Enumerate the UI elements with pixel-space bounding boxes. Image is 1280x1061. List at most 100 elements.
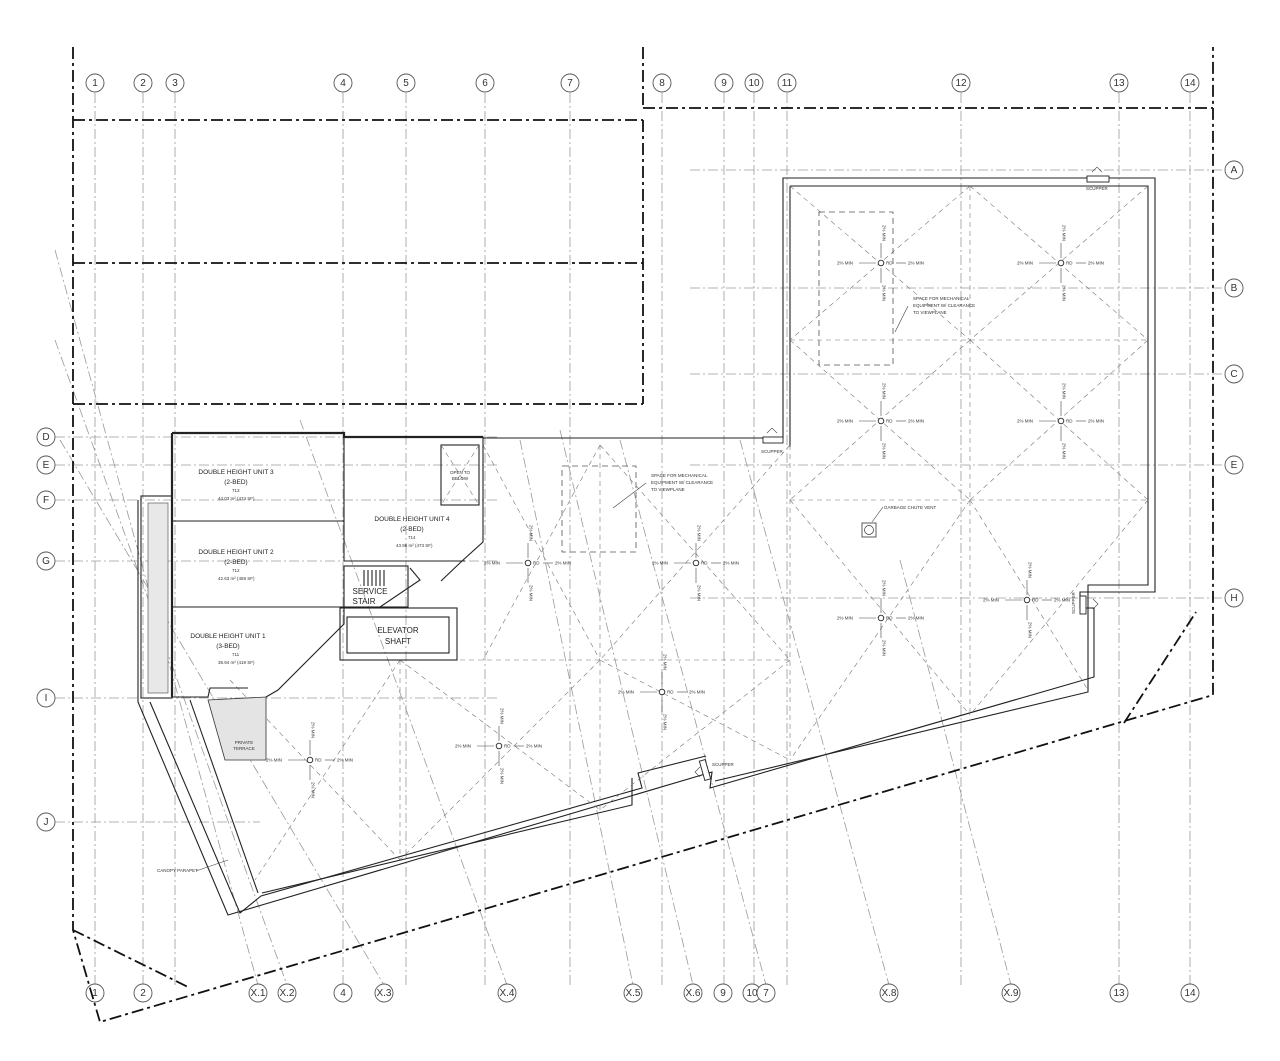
private-terrace-line2: TERRACE bbox=[233, 746, 255, 751]
grid-bubble-bottom-8-text: X.6 bbox=[685, 988, 700, 999]
grid-bubble-bottom-7-text: X.5 bbox=[625, 988, 640, 999]
grid-bubble-bottom-7: X.5 bbox=[623, 983, 643, 1003]
roof-drain-label: RD bbox=[1032, 598, 1039, 603]
roof-drain-icon bbox=[877, 417, 885, 425]
grid-bubble-bottom-14: 13 bbox=[1109, 983, 1129, 1003]
grid-bubble-left-0: D bbox=[36, 427, 56, 447]
private-terrace-line1: PRIVATE bbox=[235, 740, 254, 745]
grid-bubble-bottom-15-text: 14 bbox=[1184, 988, 1196, 999]
unit-1-beds: (3-BED) bbox=[216, 643, 239, 650]
roof-drain-label: RD bbox=[1066, 261, 1073, 266]
grid-bubble-bottom-6: X.4 bbox=[497, 983, 517, 1003]
unit-2-area: 42.63 m² (459 SF) bbox=[218, 576, 255, 581]
slope-label-e: 2% MIN bbox=[908, 616, 924, 621]
roof-drain-label: RD bbox=[504, 744, 511, 749]
unit-1-tag: 711 bbox=[232, 652, 240, 657]
grid-bubble-bottom-0-text: 1 bbox=[92, 988, 98, 999]
roof-drain-icon bbox=[1057, 417, 1065, 425]
roof-drain-icon bbox=[877, 614, 885, 622]
garbage-chute-label: GARBAGE CHUTE VENT bbox=[884, 505, 937, 510]
grid-bubble-left-4: I bbox=[36, 688, 56, 708]
mech-note-2: SPACE FOR MECHANICAL EQUIPMENT W/ CLEARA… bbox=[612, 473, 713, 509]
unit-4-beds: (2-BED) bbox=[400, 526, 423, 533]
grid-bubble-bottom-12-text: X.8 bbox=[881, 988, 896, 999]
mech-note-2-line3: TO VIEWPLANE bbox=[651, 487, 685, 492]
slope-label-n: 2% MIN bbox=[500, 708, 505, 724]
grid-bubble-top-1-text: 2 bbox=[140, 78, 146, 89]
roof-drains: RD 2% MIN 2% MIN 2% MIN 2% MIN RD 2% MIN 2% MIN… bbox=[266, 225, 1104, 798]
slope-label-e: 2% MIN bbox=[1054, 598, 1070, 603]
scupper-4: SCUPPER bbox=[694, 759, 735, 781]
grid-bubble-bottom-13-text: X.9 bbox=[1003, 988, 1018, 999]
grid-bubble-bottom-1-text: 2 bbox=[140, 988, 146, 999]
grid-bubble-bottom-6-text: X.4 bbox=[499, 988, 514, 999]
unit-1-name: DOUBLE HEIGHT UNIT 1 bbox=[190, 633, 266, 640]
scupper-2-label: SCUPPER bbox=[761, 449, 784, 454]
grid-bubble-top-13-text: 14 bbox=[1184, 78, 1196, 89]
slope-label-s: 2% MIN bbox=[882, 640, 887, 656]
unit-2-beds: (2-BED) bbox=[224, 559, 247, 566]
unit-label-2: DOUBLE HEIGHT UNIT 2 (2-BED) 712 42.63 m… bbox=[198, 549, 274, 581]
service-stair-line2: STAIR bbox=[353, 597, 376, 606]
roof-drain-label: RD bbox=[701, 561, 708, 566]
units-block bbox=[140, 431, 484, 761]
grid-bubble-left-1-text: E bbox=[43, 460, 50, 471]
roof-drain-icon bbox=[658, 688, 666, 696]
grid-bubble-top-10-text: 11 bbox=[782, 78, 793, 89]
slope-label-n: 2% MIN bbox=[663, 654, 668, 670]
slope-label-e: 2% MIN bbox=[723, 561, 739, 566]
slope-label-w: 2% MIN bbox=[1017, 419, 1033, 424]
slope-label-s: 2% MIN bbox=[500, 768, 505, 784]
grid-bubble-top-4: 5 bbox=[396, 73, 416, 93]
slope-label-w: 2% MIN bbox=[1017, 261, 1033, 266]
slope-label-n: 2% MIN bbox=[1028, 562, 1033, 578]
mech-note-1-line2: EQUIPMENT W/ CLEARANCE bbox=[913, 303, 975, 308]
slope-label-w: 2% MIN bbox=[266, 758, 282, 763]
slope-label-n: 2% MIN bbox=[311, 722, 316, 738]
roof-drain-icon bbox=[495, 742, 503, 750]
grid-bubble-bottom-2: X.1 bbox=[248, 983, 268, 1003]
grid-bubble-left-5-text: J bbox=[44, 817, 49, 828]
grid-bubble-top-5-text: 6 bbox=[482, 78, 488, 89]
unit-label-1: DOUBLE HEIGHT UNIT 1 (3-BED) 711 38.94 m… bbox=[190, 633, 266, 665]
roof-drain-icon bbox=[692, 559, 700, 567]
grid-bubble-left-5: J bbox=[36, 812, 56, 832]
slope-label-e: 2% MIN bbox=[908, 419, 924, 424]
roof-drain-label: RD bbox=[886, 616, 893, 621]
grid-bubble-top-8-text: 9 bbox=[721, 78, 727, 89]
elevator-shaft-line2: SHAFT bbox=[385, 637, 411, 646]
unit-3-tag: 713 bbox=[232, 488, 240, 493]
slope-label-w: 2% MIN bbox=[618, 690, 634, 695]
grid-bubble-top-0-text: 1 bbox=[92, 78, 98, 89]
grid-bubble-bottom-14-text: 13 bbox=[1113, 988, 1125, 999]
grid-bubble-top-3-text: 4 bbox=[340, 78, 346, 89]
roof-drain-label: RD bbox=[667, 690, 674, 695]
grid-bubble-bottom-8: X.6 bbox=[683, 983, 703, 1003]
grid-bubble-top-9: 10 bbox=[744, 73, 764, 93]
slope-label-w: 2% MIN bbox=[983, 598, 999, 603]
unit-4-name: DOUBLE HEIGHT UNIT 4 bbox=[374, 516, 450, 523]
roof-drain-label: RD bbox=[315, 758, 322, 763]
slope-label-e: 2% MIN bbox=[908, 261, 924, 266]
grid-bubble-top-7-text: 8 bbox=[659, 78, 665, 89]
scupper-1: SCUPPER bbox=[1086, 166, 1110, 191]
grid-bubble-bottom-15: 14 bbox=[1180, 983, 1200, 1003]
grid-bubble-right-3: E bbox=[1224, 455, 1244, 475]
slope-label-e: 2% MIN bbox=[1088, 419, 1104, 424]
grid-bubble-bottom-2-text: X.1 bbox=[250, 988, 265, 999]
grid-bubble-top-8: 9 bbox=[714, 73, 734, 93]
grid-bubble-top-13: 14 bbox=[1180, 73, 1200, 93]
mech-note-2-line1: SPACE FOR MECHANICAL bbox=[651, 473, 708, 478]
scupper-2: SCUPPER bbox=[761, 427, 784, 454]
grid-bubble-right-1-text: B bbox=[1231, 283, 1238, 294]
slope-label-e: 2% MIN bbox=[337, 758, 353, 763]
unit-label-4: DOUBLE HEIGHT UNIT 4 (2-BED) 714 43.96 m… bbox=[374, 516, 450, 548]
service-stair-line1: SERVICE bbox=[353, 587, 388, 596]
slope-label-s: 2% MIN bbox=[882, 285, 887, 301]
slope-label-s: 2% MIN bbox=[882, 443, 887, 459]
